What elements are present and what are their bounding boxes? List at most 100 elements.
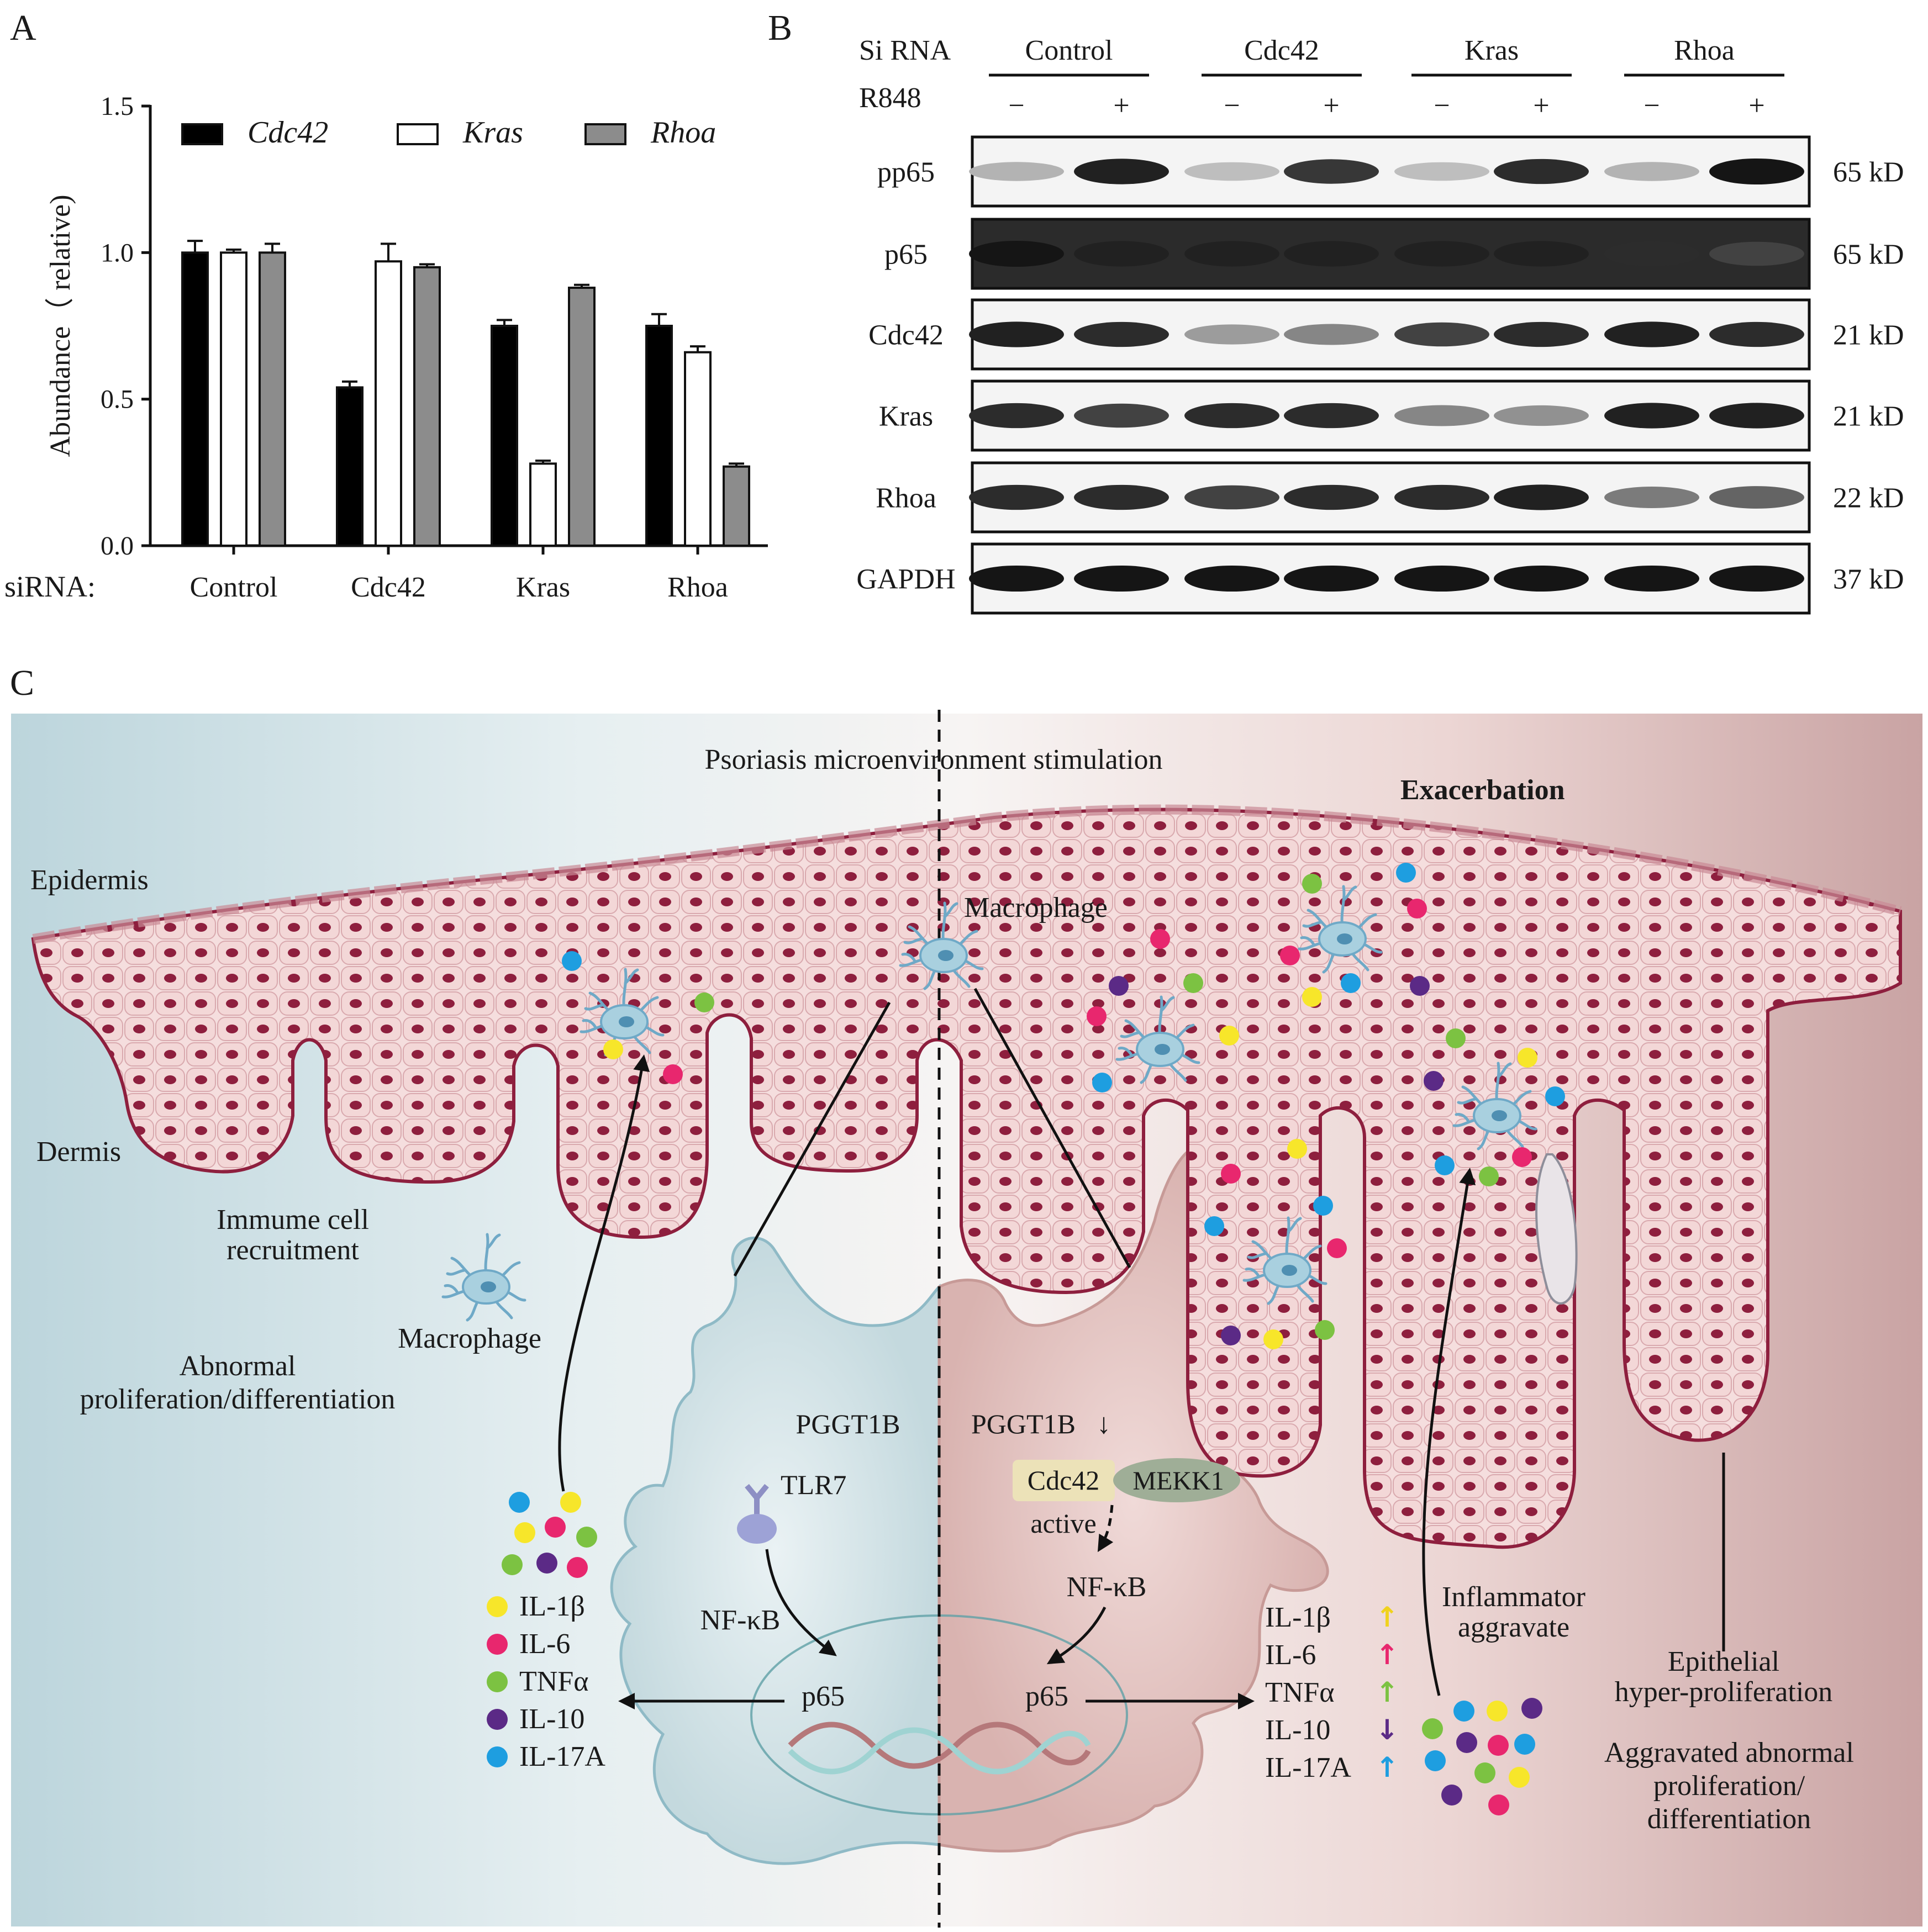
y-tick-label: 0.0 xyxy=(101,531,134,561)
cytokine-legend-right: IL-1β↑IL-6↑TNFα↑IL-10↓IL-17A↑ xyxy=(1265,1601,1399,1783)
p65-left-label: p65 xyxy=(802,1681,845,1712)
bar xyxy=(491,325,518,547)
tlr7-label: TLR7 xyxy=(781,1469,846,1500)
blot-band xyxy=(1494,241,1589,267)
macrophage-cell-body-left xyxy=(610,1237,941,1865)
group-label: Rhoa xyxy=(1674,35,1735,66)
blot-band xyxy=(1604,487,1699,508)
blot-band xyxy=(1284,241,1379,267)
cytokine-label: TNFα xyxy=(1265,1677,1334,1708)
legend-swatch xyxy=(181,123,223,145)
legend-swatch xyxy=(584,123,626,145)
blot-band xyxy=(1284,565,1379,592)
blot-band xyxy=(1394,322,1489,347)
abnormal-label-1: Abnormal xyxy=(180,1350,296,1382)
sirna-label: siRNA: xyxy=(4,570,96,603)
mekk1-oval xyxy=(1113,1458,1240,1502)
legend-label: Cdc42 xyxy=(247,115,328,150)
exacerbation-label: Exacerbation xyxy=(1400,774,1565,806)
cytokine-label: IL-17A xyxy=(1265,1752,1351,1783)
blot-band xyxy=(1184,403,1279,429)
bar xyxy=(336,386,364,547)
abnormal-label-2: proliferation/differentiation xyxy=(80,1384,396,1415)
blot-band xyxy=(969,484,1064,510)
treatment-sign: + xyxy=(1113,90,1129,122)
blot-band xyxy=(1709,158,1804,185)
dna-strand-2 xyxy=(788,1727,1091,1775)
bar xyxy=(375,260,402,547)
epithelial-label-1: Epithelial xyxy=(1668,1646,1779,1677)
active-label: active xyxy=(1030,1508,1096,1539)
blot-band xyxy=(1709,486,1804,509)
bar xyxy=(723,465,750,547)
blot-band xyxy=(1604,565,1699,592)
blot-band xyxy=(1184,485,1279,510)
x-tick-label: Kras xyxy=(516,572,570,603)
cdc42-box xyxy=(1013,1460,1115,1501)
treatment-sign: + xyxy=(1323,90,1339,122)
change-arrow: ↓ xyxy=(1376,1714,1399,1746)
blot-band xyxy=(1394,241,1489,267)
group-label: Control xyxy=(1025,35,1113,66)
treatment-sign: − xyxy=(1008,90,1024,122)
blot-band xyxy=(1184,241,1279,267)
inflammator-label-1: Inflammator xyxy=(1442,1581,1585,1613)
blot-band xyxy=(1284,403,1379,429)
protein-label: Cdc42 xyxy=(868,320,944,351)
blot-band xyxy=(1494,405,1589,426)
stratum-corneum xyxy=(32,804,1902,944)
schematic xyxy=(11,710,1922,1928)
cytokine-label: IL-10 xyxy=(519,1703,584,1735)
top-label: Psoriasis microenvironment stimulation xyxy=(704,744,1162,775)
panel-c-letter: C xyxy=(10,663,34,703)
group-label: Kras xyxy=(1465,35,1519,66)
blot-band xyxy=(1709,565,1804,592)
legend-dot xyxy=(487,1596,508,1617)
pathway-arrows xyxy=(558,988,1725,1709)
dna-strand-1 xyxy=(788,1722,1091,1769)
cytokine-label: IL-1β xyxy=(1265,1602,1331,1633)
blot-band xyxy=(1709,241,1804,266)
macrophage-label-top: Macrophage xyxy=(964,892,1108,923)
blot-band xyxy=(969,321,1064,347)
legend-label: Kras xyxy=(462,115,523,150)
tlr7-icon xyxy=(737,1484,777,1544)
blot-band xyxy=(1284,324,1379,345)
treatment-sign: − xyxy=(1224,90,1240,122)
blot-band xyxy=(1394,162,1489,181)
protein-label: Kras xyxy=(879,401,933,432)
bar xyxy=(568,287,596,547)
mekk1-label: MEKK1 xyxy=(1132,1466,1224,1496)
blot-band xyxy=(1394,565,1489,592)
change-arrow: ↑ xyxy=(1376,1639,1399,1671)
treatment-sign: − xyxy=(1434,90,1450,122)
bar xyxy=(220,251,247,547)
x-tick-label: Control xyxy=(190,572,278,603)
cytokine-label: IL-6 xyxy=(1265,1639,1316,1671)
aggravated-label-3: differentiation xyxy=(1647,1803,1811,1835)
bar xyxy=(645,325,673,547)
blot-band xyxy=(1604,321,1699,347)
pggt1b-down-arrow: ↓ xyxy=(1097,1408,1111,1440)
protein-label: p65 xyxy=(884,239,928,271)
protein-label: GAPDH xyxy=(856,564,955,595)
blot-band xyxy=(1709,403,1804,429)
cytokine-label: IL-1β xyxy=(519,1591,585,1622)
y-tick-label: 1.0 xyxy=(101,238,134,267)
y-tick-label: 0.5 xyxy=(101,385,134,414)
protein-label: Rhoa xyxy=(876,483,936,514)
treatment-sign: − xyxy=(1643,90,1660,122)
nfkb-right-label: NF-κB xyxy=(1067,1571,1147,1603)
aggravated-label-1: Aggravated abnormal xyxy=(1604,1737,1854,1769)
pggt1b-left-label: PGGT1B xyxy=(796,1408,900,1439)
cdc42-label: Cdc42 xyxy=(1028,1465,1100,1496)
pggt1b-right-label: PGGT1B xyxy=(971,1408,1076,1439)
cytokine-label: IL-17A xyxy=(519,1741,605,1772)
bar xyxy=(529,462,557,547)
r848-label: R848 xyxy=(859,82,921,114)
blot-band xyxy=(1604,241,1699,267)
